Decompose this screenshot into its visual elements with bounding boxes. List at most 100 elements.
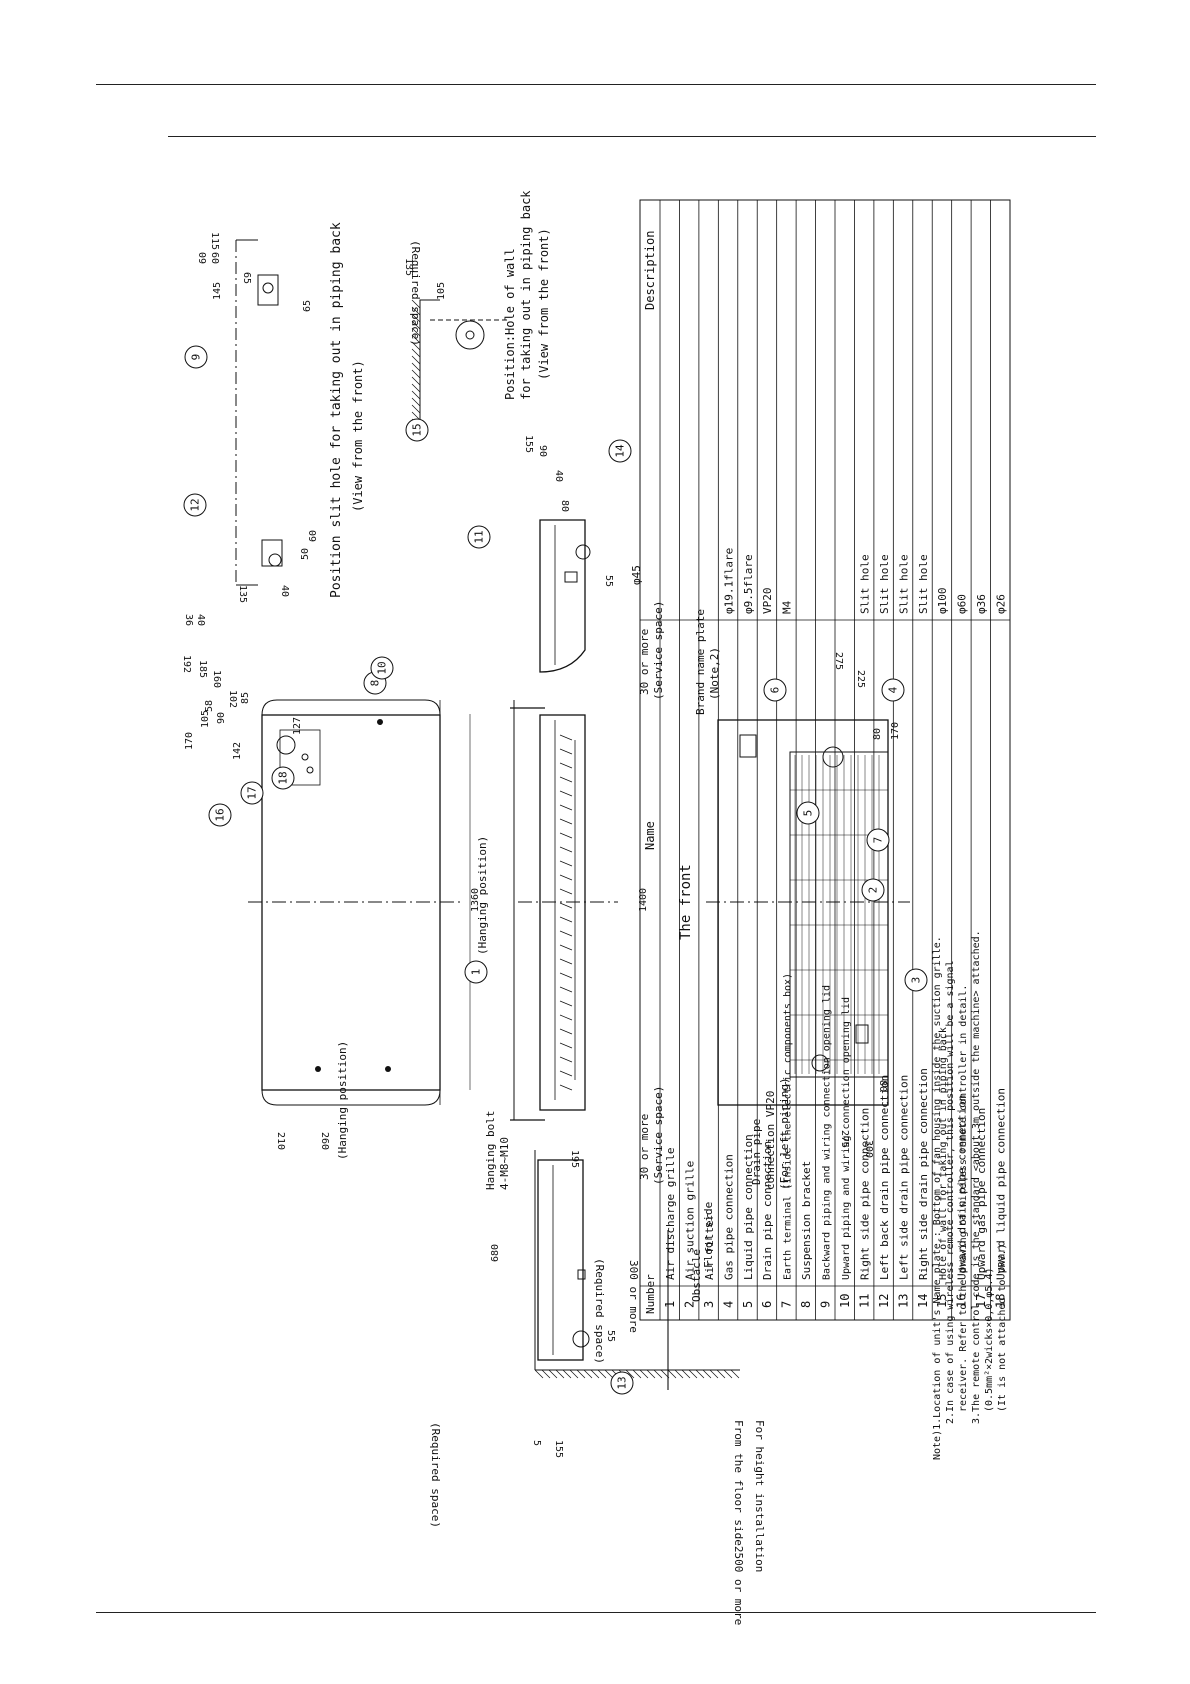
callout-number: 13: [616, 1376, 629, 1389]
louver: [559, 1056, 573, 1063]
title-slit-hole: Position slit hole for taking out in pip…: [329, 222, 344, 598]
hatch-line: [411, 397, 421, 407]
table-header-name: Name: [643, 821, 657, 850]
side-elevation: [534, 1150, 740, 1390]
hatch-line: [709, 1369, 719, 1379]
dim-170b: 170: [890, 722, 901, 740]
table-cell-name: Upward liquid pipe connection: [995, 1088, 1008, 1280]
dim-275b: 275: [839, 1130, 850, 1148]
louver: [559, 986, 573, 993]
label-floor-side: Floor side: [702, 1202, 715, 1268]
hatch-line: [569, 1369, 579, 1379]
hatch-line: [604, 1369, 614, 1379]
louver: [559, 1028, 573, 1035]
callout-11: 11: [467, 525, 491, 549]
dim-1400: 1400: [638, 888, 649, 912]
hatch-line: [411, 376, 421, 386]
hatch-line: [411, 327, 421, 337]
label-service-top-sub: (Service space): [652, 601, 665, 700]
louver: [559, 1042, 573, 1049]
callout-number: 7: [872, 837, 885, 844]
table-cell-number: 1: [663, 1301, 677, 1308]
table-cell-name: Upward gas pipe connection: [975, 1108, 988, 1280]
callout-number: 12: [189, 498, 202, 511]
table-cell-number: 12: [877, 1294, 891, 1308]
title-wall-hole-2: for taking out in piping back: [519, 190, 533, 400]
dim-1360: 1360: [470, 888, 481, 912]
dim-65b: 65: [302, 300, 313, 312]
label-obstacle: Obstacle: [690, 1249, 703, 1302]
hatch-line: [583, 1369, 593, 1379]
footer-rule: [96, 1612, 1096, 1613]
louver: [559, 832, 573, 839]
label-drain-3: (For left piping): [778, 1077, 791, 1190]
label-required-space-3: (Required space): [429, 1422, 442, 1528]
rotated-labels: Position slit hole for taking out in pip…: [329, 190, 791, 1626]
table-cell-description: Slit hole: [897, 554, 910, 614]
hatch-line: [576, 1369, 586, 1379]
dim-127: 127: [292, 717, 303, 735]
label-drain-1: Drain pipe: [750, 1119, 763, 1185]
wall-hole-view: [411, 299, 510, 435]
title-wall-hole-sub: (View from the front): [537, 228, 551, 380]
dim-60b: 60: [198, 252, 209, 264]
dim-135: 135: [237, 585, 248, 603]
hatch-line: [730, 1369, 740, 1379]
table-cell-name: Backward piping and wiring connection op…: [822, 985, 833, 1280]
hatch-line: [562, 1369, 572, 1379]
louver: [559, 846, 573, 853]
callout-16: 16: [208, 803, 232, 827]
label-floor-distance: From the floor side2500 or more: [732, 1420, 745, 1625]
hatch-line: [702, 1369, 712, 1379]
louver: [559, 1014, 573, 1021]
title-slit-hole-sub: (View from the front): [351, 360, 365, 512]
table-cell-description: φ19.1flare: [722, 548, 735, 614]
table-cell-name: Upward drain pipe connection: [956, 1095, 969, 1280]
hatch-line: [411, 320, 421, 330]
label-service-bottom-sub: (Service space): [652, 1086, 665, 1185]
callout-6: 6: [763, 678, 787, 702]
table-cell-name: Liquid pipe connection: [742, 1134, 755, 1280]
louver: [559, 902, 573, 909]
dim-50: 50: [300, 548, 311, 560]
callout-number: 14: [614, 444, 627, 458]
dim-260: 260: [319, 1132, 330, 1150]
callout-2: 2: [861, 878, 885, 902]
table-cell-number: 2: [682, 1301, 696, 1308]
hatch-line: [534, 1369, 544, 1379]
dim-155: 155: [523, 435, 534, 453]
louver: [559, 860, 573, 867]
hatch-line: [411, 306, 421, 316]
dim-36: 36: [183, 614, 194, 626]
table-cell-description: Slit hole: [878, 554, 891, 614]
callout-number: 6: [769, 687, 782, 694]
table-cell-number: 16: [955, 1294, 969, 1308]
dim-102: 102: [227, 690, 238, 708]
hatch-line: [411, 404, 421, 414]
label-hanging-position-2: (Hanging position): [336, 1041, 349, 1160]
dim-142: 142: [232, 742, 243, 760]
table-cell-number: 9: [819, 1301, 833, 1308]
hatch-line: [625, 1369, 635, 1379]
dim-40c: 40: [553, 470, 564, 482]
table-cell-number: 15: [935, 1294, 949, 1308]
table-cell-name: Left back drain pipe connection: [878, 1075, 891, 1280]
front-elevation: [510, 700, 618, 1121]
louver: [559, 944, 573, 951]
callout-number: 4: [887, 686, 900, 693]
louver: [559, 1084, 573, 1091]
dim-80b: 80: [872, 728, 883, 740]
dim-300: 300: [863, 1140, 874, 1158]
table-cell-number: 7: [780, 1301, 794, 1308]
hatch-line: [597, 1369, 607, 1379]
dim-5: 5: [531, 1440, 542, 1446]
hatch-line: [716, 1369, 726, 1379]
table-cell-number: 18: [994, 1294, 1008, 1308]
callout-10: 10: [370, 656, 394, 680]
table-cell-description: φ60: [956, 594, 969, 614]
dim-58: 58: [204, 700, 215, 712]
callout-number: 10: [376, 661, 389, 674]
label-phi45: φ45: [630, 565, 643, 585]
title-front: The front: [678, 864, 694, 940]
dimension-labels: 1360 1400 680 210 260 195 170 105 90 58 …: [181, 232, 901, 1458]
